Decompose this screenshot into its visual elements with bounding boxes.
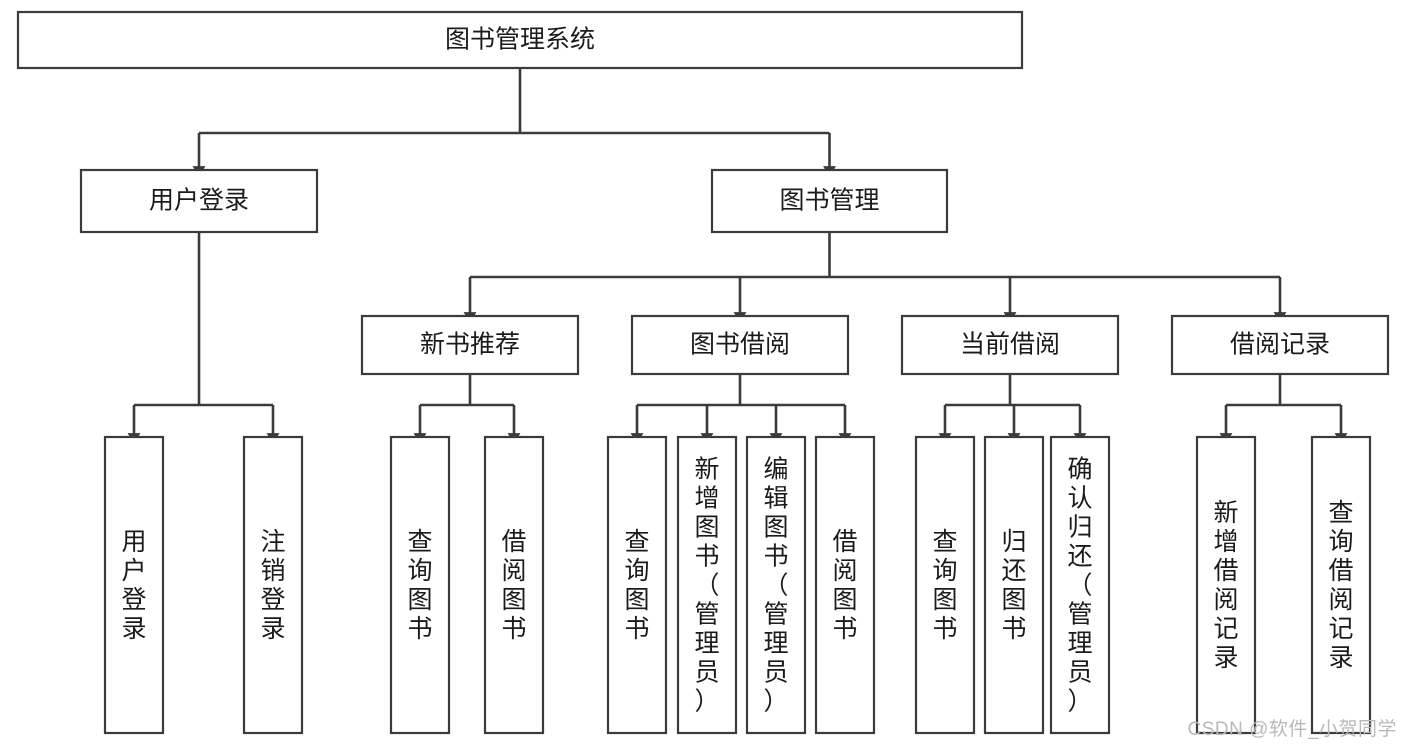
node-box[interactable] [360, 314, 580, 376]
node-box[interactable] [79, 168, 319, 234]
node-label: 借阅图书 [832, 528, 857, 643]
node-box[interactable] [914, 435, 976, 735]
node-box[interactable] [1195, 435, 1257, 735]
node-boxes: 图书管理系统用户登录图书管理新书推荐图书借阅当前借阅借阅记录用户登录注销登录查询… [16, 10, 1390, 735]
node-label: 确认归还（管理员） [1067, 456, 1092, 716]
node-label: 借阅记录 [1230, 331, 1330, 359]
node-box[interactable] [16, 10, 1024, 70]
leaf-node-leaf-edit-book[interactable]: 编辑图书（管理员） [745, 435, 807, 735]
node-label: 新书推荐 [420, 331, 520, 359]
node-box[interactable] [900, 314, 1120, 376]
node-label: 编辑图书（管理员） [763, 456, 788, 716]
node-label: 借阅图书 [501, 528, 526, 643]
node-box[interactable] [103, 435, 165, 735]
node-label: 新增图书（管理员） [694, 456, 719, 716]
leaf-node-leaf-confirm-return[interactable]: 确认归还（管理员） [1049, 435, 1111, 735]
node-box[interactable] [1310, 435, 1372, 735]
leaf-node-leaf-query-book-rec[interactable]: 查询图书 [389, 435, 451, 735]
level3-node-current-borrow[interactable]: 当前借阅 [900, 314, 1120, 376]
node-label: 注销登录 [260, 528, 285, 643]
node-box[interactable] [745, 435, 807, 735]
leaf-node-leaf-borrow-book[interactable]: 借阅图书 [814, 435, 876, 735]
node-box[interactable] [630, 314, 850, 376]
level3-node-new-book-rec[interactable]: 新书推荐 [360, 314, 580, 376]
leaf-node-leaf-user-login[interactable]: 用户登录 [103, 435, 165, 735]
leaf-node-leaf-query-book-current[interactable]: 查询图书 [914, 435, 976, 735]
leaf-node-leaf-logout[interactable]: 注销登录 [242, 435, 304, 735]
connector-edges [127, 68, 1348, 445]
node-label: 查询借阅记录 [1328, 499, 1353, 672]
root-node-root[interactable]: 图书管理系统 [16, 10, 1024, 70]
node-label: 图书借阅 [690, 331, 790, 359]
node-box[interactable] [389, 435, 451, 735]
leaf-node-leaf-add-record[interactable]: 新增借阅记录 [1195, 435, 1257, 735]
node-label: 图书管理 [779, 187, 879, 215]
level2-node-book-manage[interactable]: 图书管理 [710, 168, 949, 234]
leaf-node-leaf-add-book[interactable]: 新增图书（管理员） [676, 435, 738, 735]
leaf-node-leaf-query-book-borrow[interactable]: 查询图书 [606, 435, 668, 735]
node-label: 用户登录 [121, 528, 146, 643]
leaf-node-leaf-borrow-book-rec[interactable]: 借阅图书 [483, 435, 545, 735]
level2-node-user-login[interactable]: 用户登录 [79, 168, 319, 234]
node-label: 用户登录 [149, 187, 249, 215]
node-label: 查询图书 [624, 528, 649, 643]
leaf-node-leaf-return-book[interactable]: 归还图书 [983, 435, 1045, 735]
node-box[interactable] [483, 435, 545, 735]
level3-node-borrow-record[interactable]: 借阅记录 [1170, 314, 1390, 376]
node-box[interactable] [606, 435, 668, 735]
node-label: 查询图书 [407, 528, 432, 643]
level3-node-book-borrow[interactable]: 图书借阅 [630, 314, 850, 376]
node-box[interactable] [1049, 435, 1111, 735]
node-label: 新增借阅记录 [1213, 499, 1238, 672]
node-box[interactable] [710, 168, 949, 234]
node-label: 当前借阅 [960, 331, 1060, 359]
leaf-node-leaf-query-record[interactable]: 查询借阅记录 [1310, 435, 1372, 735]
node-box[interactable] [676, 435, 738, 735]
node-box[interactable] [242, 435, 304, 735]
node-label: 图书管理系统 [445, 26, 595, 54]
node-box[interactable] [814, 435, 876, 735]
node-label: 查询图书 [932, 528, 957, 643]
node-box[interactable] [983, 435, 1045, 735]
node-label: 归还图书 [1001, 528, 1026, 643]
node-box[interactable] [1170, 314, 1390, 376]
